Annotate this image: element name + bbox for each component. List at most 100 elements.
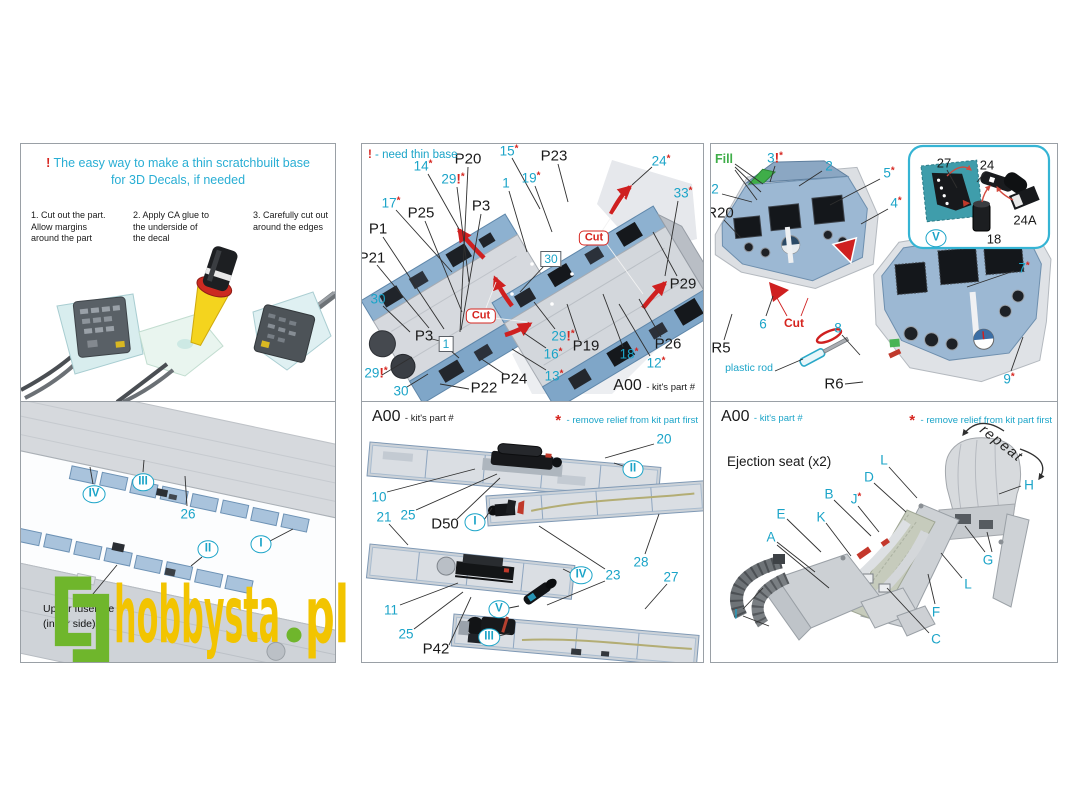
part-number: A00 bbox=[613, 377, 642, 394]
callout-b: B bbox=[824, 486, 834, 502]
howto-step-3: 3. Carefully cut out around the edges bbox=[253, 210, 329, 232]
callout-20: 20 bbox=[656, 431, 672, 447]
callout-1: 1 bbox=[502, 175, 510, 191]
callout-l: L bbox=[964, 576, 972, 592]
callout-p21: P21 bbox=[361, 249, 386, 267]
callout-7: 7* bbox=[1018, 260, 1030, 276]
callout-p26: P26 bbox=[654, 335, 682, 353]
callout-30: 30 bbox=[540, 251, 562, 267]
callout-v: V bbox=[925, 229, 947, 247]
callout-cut: Cut bbox=[465, 308, 497, 324]
callout-11: 11 bbox=[383, 602, 399, 618]
callout-ii: II bbox=[622, 460, 644, 478]
callout-k: K bbox=[816, 509, 826, 525]
callout-30: 30 bbox=[370, 291, 386, 307]
ejection-seat-subtitle: Ejection seat (x2) bbox=[727, 454, 832, 469]
callout-15: 15* bbox=[499, 143, 519, 159]
callout-29: 29!* bbox=[551, 328, 575, 344]
callout-24a: 24A bbox=[1013, 212, 1037, 228]
callout-2: 2 bbox=[825, 158, 833, 174]
callout-iv: IV bbox=[82, 485, 106, 503]
callout-27: 27 bbox=[663, 569, 679, 585]
callout-23: 23 bbox=[605, 567, 621, 583]
watermark-text-main: hobbysta bbox=[114, 582, 280, 661]
callout-fill: Fill bbox=[714, 151, 734, 166]
tub-kit-part-note: A00 - kit's part # bbox=[613, 377, 695, 395]
callout-p29: P29 bbox=[669, 275, 697, 293]
callout-p1: P1 bbox=[368, 220, 388, 238]
hobbysta-wordmark: hobbysta pl bbox=[114, 582, 349, 661]
red-star-icon: * bbox=[555, 412, 562, 429]
watermark-dot bbox=[286, 627, 302, 643]
callout-e: E bbox=[776, 506, 786, 522]
watermark-text-tld: pl bbox=[305, 582, 349, 661]
callout-13: 13* bbox=[544, 368, 564, 384]
callout-18: 18* bbox=[619, 346, 639, 362]
need-thin-base-legend: ! - need thin base bbox=[368, 149, 458, 161]
howto-photos-illustration bbox=[21, 246, 335, 402]
callout-29: 29!* bbox=[441, 171, 465, 187]
panel-howto: ! The easy way to make a thin scratchbui… bbox=[20, 143, 336, 403]
callout-iv: IV bbox=[569, 566, 593, 584]
callout-v: V bbox=[488, 600, 510, 618]
callout-29: 29!* bbox=[364, 365, 388, 381]
hobbysta-logo-icon bbox=[54, 576, 110, 662]
howto-title-bang: ! bbox=[46, 156, 51, 170]
callout-h: H bbox=[1024, 477, 1034, 493]
callout-28: 28 bbox=[633, 554, 649, 570]
panel-ejection-seat: A00 - kit's part # * - remove relief fro… bbox=[710, 401, 1058, 663]
callout-p42: P42 bbox=[422, 640, 450, 658]
panel-side-consoles: A00 - kit's part # * - remove relief fro… bbox=[361, 401, 704, 663]
callout-l: L bbox=[880, 452, 888, 468]
callout-iii: III bbox=[132, 473, 154, 491]
hobbysta-watermark: hobbysta pl bbox=[50, 576, 358, 662]
callout-26: 26 bbox=[180, 506, 196, 522]
callout-ii: II bbox=[197, 540, 219, 558]
callout-1: 1 bbox=[438, 336, 454, 352]
callout-27: 27 bbox=[936, 155, 952, 171]
callout-p25: P25 bbox=[407, 204, 435, 222]
callout-f: F bbox=[931, 604, 941, 620]
callout-plastic-rod: plastic rod bbox=[725, 361, 773, 374]
remove-relief-note: - remove relief from kit part first bbox=[566, 415, 698, 426]
callout-6: 6 bbox=[759, 316, 767, 332]
callout-g: G bbox=[982, 552, 994, 568]
callout-3: 3!* bbox=[767, 150, 783, 166]
callout-p24: P24 bbox=[500, 370, 528, 388]
callout-10: 10 bbox=[371, 489, 387, 505]
callout-d: D bbox=[864, 469, 874, 485]
callout-repeat: repeat bbox=[976, 422, 1026, 466]
seat-header: A00 - kit's part # bbox=[721, 408, 803, 426]
callout-c: C bbox=[931, 631, 941, 647]
callout-16: 16* bbox=[543, 346, 563, 362]
callout-25: 25 bbox=[398, 626, 414, 642]
callout-21: 21 bbox=[376, 509, 392, 525]
part-note: - kit's part # bbox=[404, 413, 454, 424]
callout-cut: Cut bbox=[578, 230, 610, 246]
callout-d50: D50 bbox=[431, 515, 459, 533]
callout-p19: P19 bbox=[572, 337, 600, 355]
callout-p3: P3 bbox=[414, 327, 434, 345]
part-note: - kit's part # bbox=[646, 382, 695, 393]
panel-instrument-panels: Fill3!*225*4*R20272424A18V7*6Cut8R5plast… bbox=[710, 143, 1058, 403]
callout-p3: P3 bbox=[471, 197, 491, 215]
callout-a: A bbox=[766, 529, 776, 545]
howto-step-2: 2. Apply CA glue to the underside of the… bbox=[133, 210, 210, 244]
part-number: A00 bbox=[721, 408, 750, 425]
callout-5: 5* bbox=[883, 165, 895, 181]
red-star-icon: * bbox=[909, 412, 916, 429]
instr-callouts: Fill3!*225*4*R20272424A18V7*6Cut8R5plast… bbox=[711, 144, 1057, 402]
callout-p20: P20 bbox=[454, 150, 482, 168]
howto-title-line1: The easy way to make a thin scratchbuilt… bbox=[53, 156, 310, 170]
callout-p22: P22 bbox=[470, 379, 498, 397]
callout-j: J* bbox=[850, 491, 862, 507]
callout-r6: R6 bbox=[824, 375, 844, 393]
part-number: A00 bbox=[372, 408, 401, 425]
legend-bang: ! bbox=[368, 149, 372, 161]
callout-33: 33* bbox=[673, 185, 693, 201]
